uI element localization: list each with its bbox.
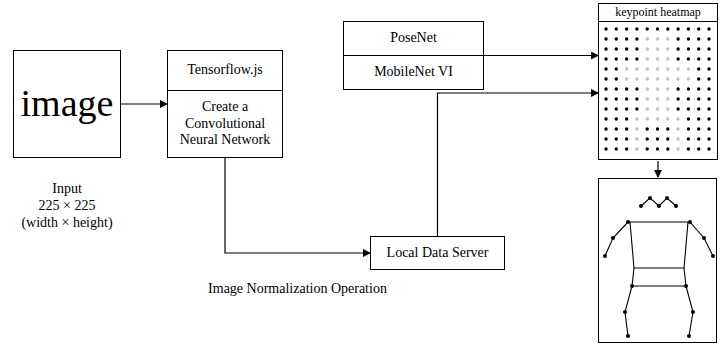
- skeleton-box: [599, 179, 717, 343]
- model-box: PoseNetMobileNet VI: [343, 21, 484, 90]
- process-box: Tensorflow.jsCreate a Convolutional Neur…: [167, 50, 283, 158]
- heatmap-arrow: [657, 161, 658, 177]
- input-box: image: [13, 50, 121, 158]
- flow-arrow: [225, 158, 370, 253]
- box-heading: keypoint heatmap: [599, 4, 717, 22]
- box-heading: image: [14, 51, 120, 157]
- flow-arrow: [438, 93, 599, 236]
- node-text: Create a Convolutional Neural Network: [172, 99, 278, 149]
- stick-figure: [605, 198, 713, 336]
- joint-dots: [603, 196, 715, 338]
- input-caption: (width × height): [19, 215, 114, 232]
- node-text: MobileNet VI: [374, 64, 453, 81]
- node-title: Local Data Server: [387, 245, 489, 262]
- input-caption: Input: [50, 181, 84, 198]
- heatmap-dots: [599, 4, 717, 159]
- heatmap-box: keypoint heatmap: [598, 3, 718, 160]
- box-heading: Local Data Server: [371, 237, 504, 269]
- server-box: Local Data Server: [370, 236, 505, 270]
- node-title: Tensorflow.js: [187, 62, 263, 79]
- input-caption: 225 × 225: [37, 198, 98, 215]
- box-heading: Tensorflow.js: [168, 51, 282, 91]
- box-body: Create a Convolutional Neural Network: [168, 91, 282, 157]
- edge-label: Image Normalization Operation: [206, 281, 389, 298]
- flow-arrow: [484, 55, 598, 56]
- flow-arrow: [121, 103, 167, 104]
- box-body: MobileNet VI: [344, 56, 483, 89]
- node-title: keypoint heatmap: [615, 5, 701, 19]
- node-title: image: [21, 81, 114, 127]
- node-title: PoseNet: [390, 30, 437, 47]
- box-heading: PoseNet: [344, 22, 483, 56]
